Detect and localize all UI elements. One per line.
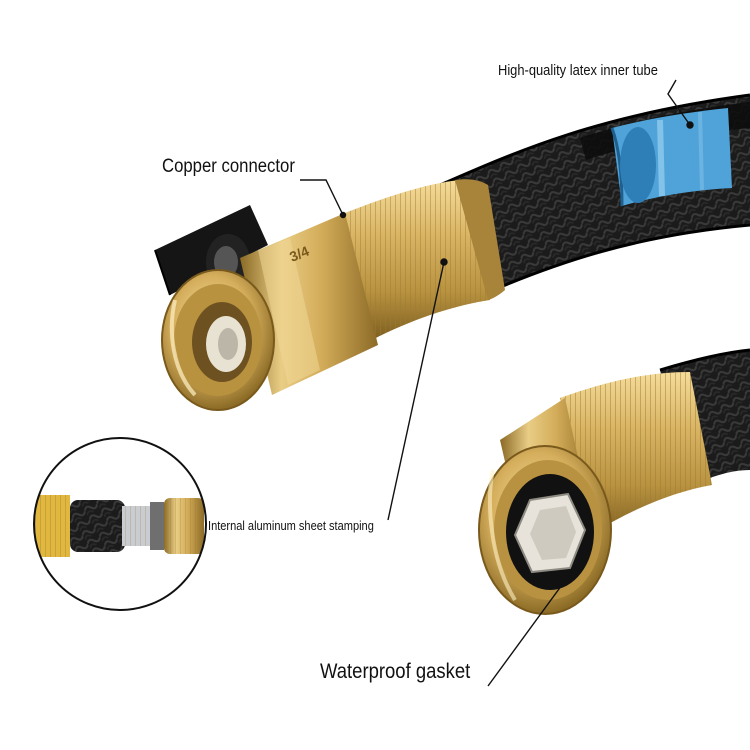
- latex-inner-tube: [610, 108, 732, 207]
- lower-copper-connector: [478, 372, 712, 615]
- connector-marking: 3/4: [287, 243, 311, 265]
- upper-copper-connector: 3/4: [161, 179, 505, 411]
- label-copper-connector: Copper connector: [162, 156, 295, 177]
- inset-detail-circle: [33, 437, 207, 611]
- label-aluminum-sheet-stamping: Internal aluminum sheet stamping: [208, 518, 374, 533]
- label-latex-inner-tube: High-quality latex inner tube: [498, 62, 658, 79]
- leader-lines: [300, 79, 694, 687]
- label-waterproof-gasket: Waterproof gasket: [320, 660, 471, 683]
